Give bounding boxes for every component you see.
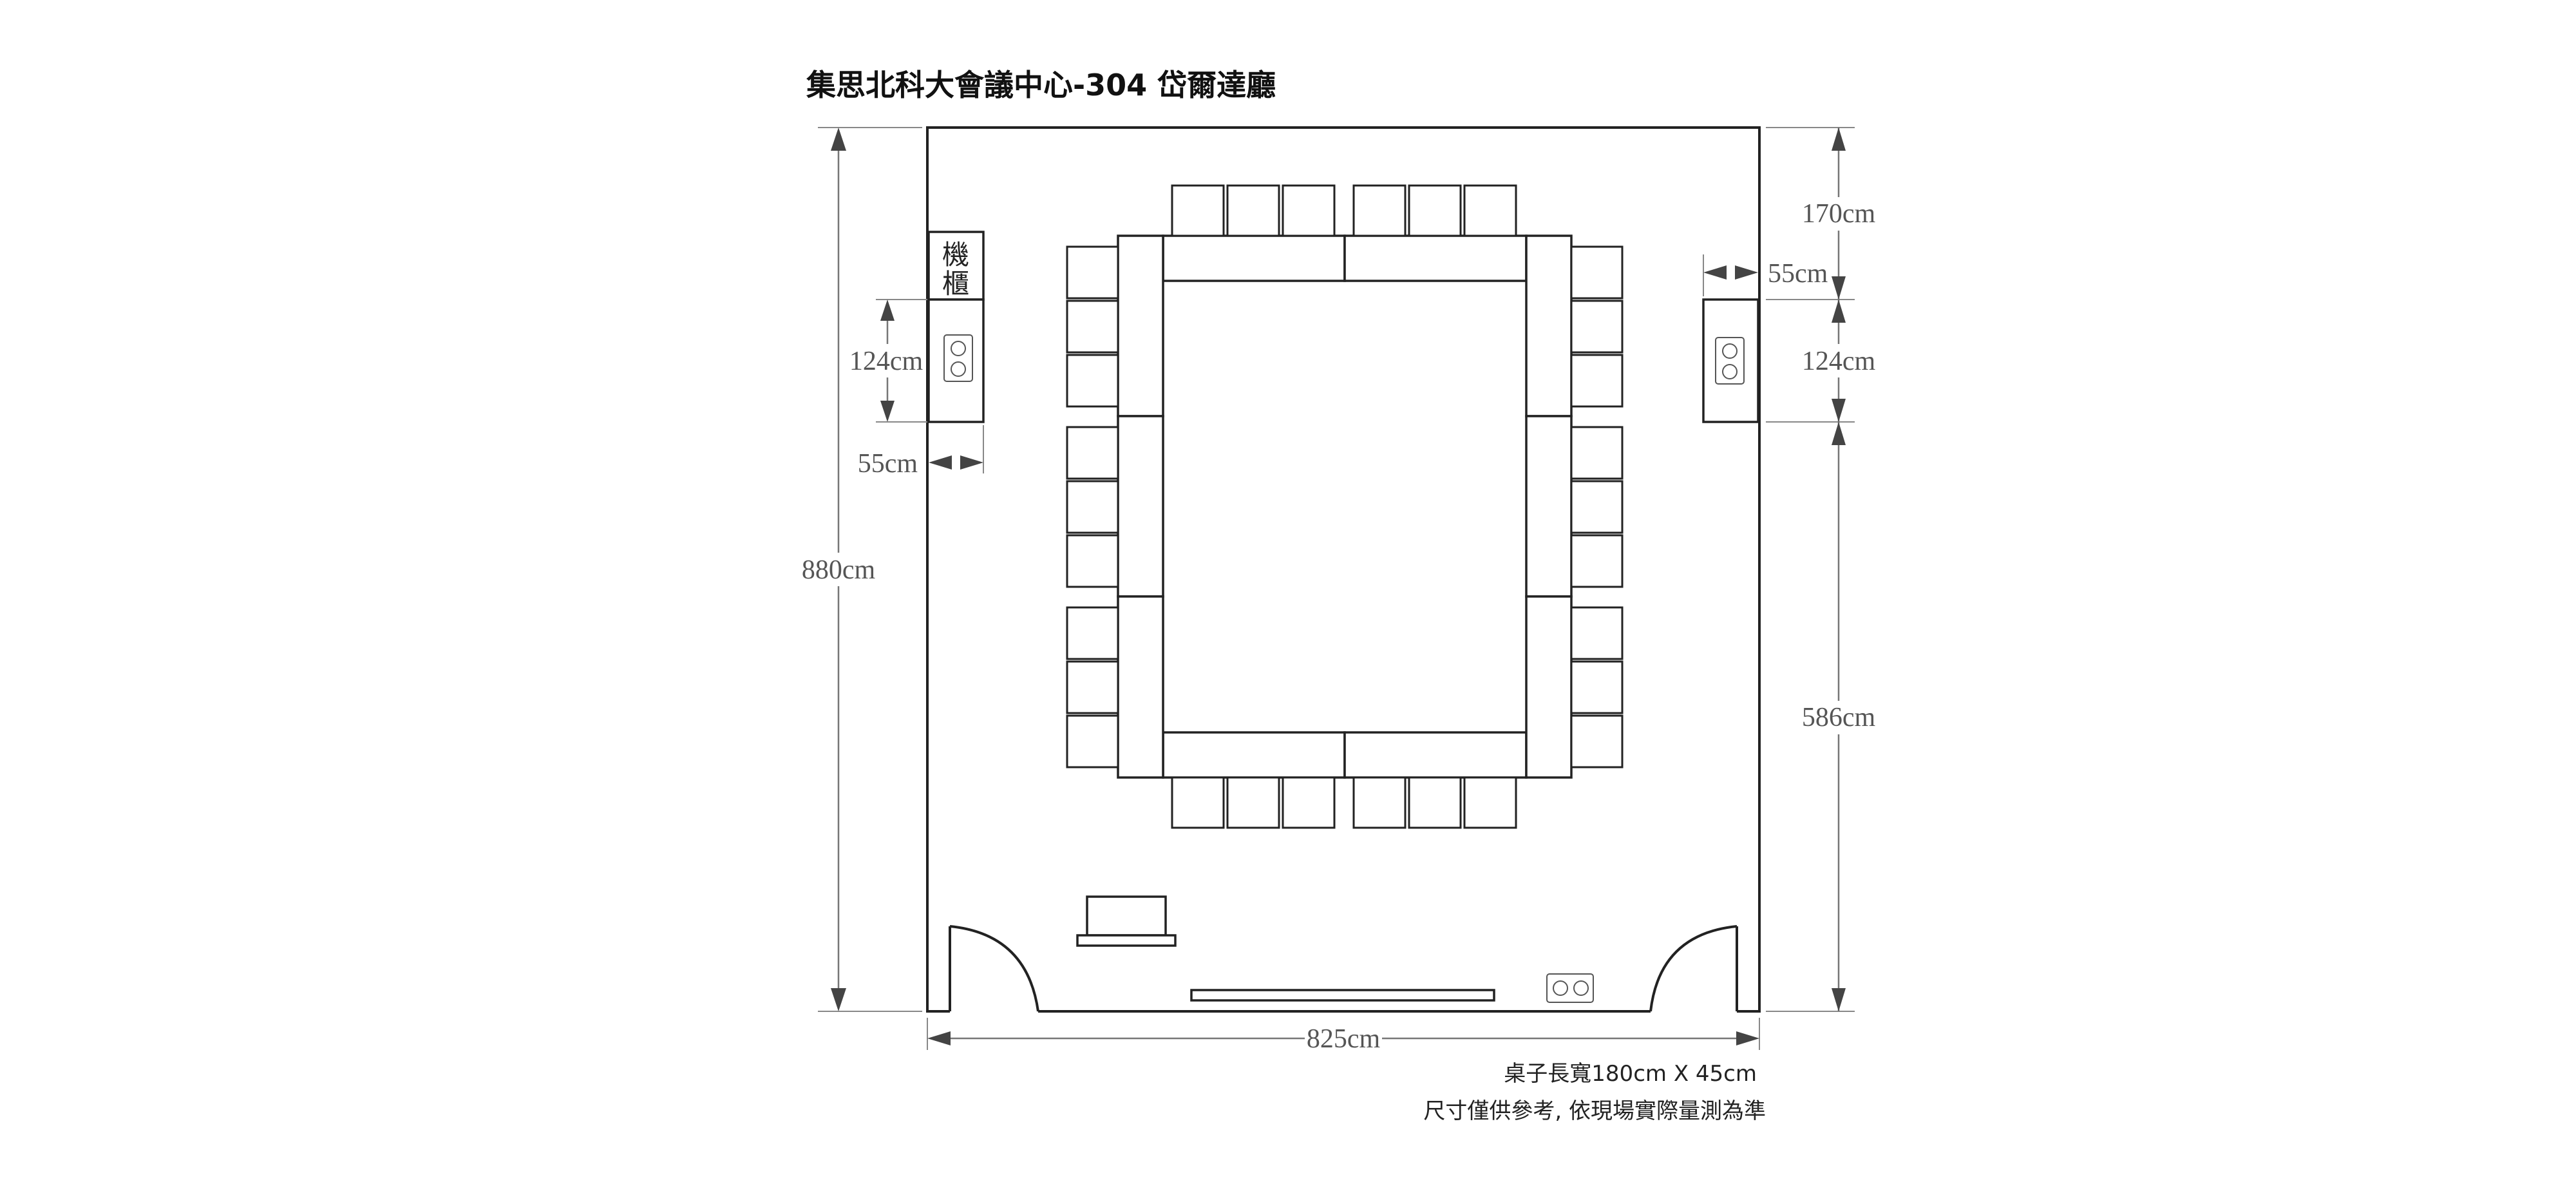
page-title: 集思北科大會議中心-304 岱爾達廳 xyxy=(806,68,1276,102)
chair xyxy=(1226,776,1280,829)
chair xyxy=(1352,184,1406,237)
cabinet-label-2: 櫃 xyxy=(942,268,969,300)
power-outlet-icon xyxy=(1715,337,1745,385)
dimension-total-width: 825cm xyxy=(927,1018,1760,1055)
chair xyxy=(1570,354,1624,408)
chair xyxy=(1066,714,1119,768)
chairs xyxy=(1066,184,1624,829)
dim-label-right-panel-depth: 55cm xyxy=(1768,259,1828,289)
door-swing-icon xyxy=(1649,925,1738,1012)
chair xyxy=(1570,606,1624,660)
chair xyxy=(1463,184,1517,237)
chair xyxy=(1066,426,1119,480)
note-table-size: 桌子長寬180cm X 45cm xyxy=(1504,1061,1757,1087)
chair xyxy=(1066,354,1119,408)
chair xyxy=(1570,426,1624,480)
chair xyxy=(1570,660,1624,714)
chair xyxy=(1570,534,1624,588)
power-outlet-icon xyxy=(943,334,973,382)
room-walls xyxy=(926,126,1761,1013)
dim-label-left-panel-depth: 55cm xyxy=(858,449,918,479)
chair xyxy=(1408,184,1462,237)
chair xyxy=(1570,245,1624,300)
chair xyxy=(1226,184,1280,237)
chair xyxy=(1171,184,1225,237)
conference-table xyxy=(1117,234,1573,779)
dimension-left-panel-depth: 55cm xyxy=(858,425,984,479)
dim-label-top-to-panel: 170cm xyxy=(1802,199,1876,229)
chair xyxy=(1171,776,1225,829)
note-disclaimer: 尺寸僅供參考, 依現場實際量測為準 xyxy=(1423,1098,1766,1124)
chair xyxy=(1463,776,1517,829)
dimension-right-panel-depth: 55cm xyxy=(1703,254,1828,296)
dim-label-left-panel-height: 124cm xyxy=(849,347,923,376)
door-swing-icon xyxy=(949,925,1039,1012)
dimension-right-vertical: 170cm 124cm 586cm xyxy=(1766,127,1877,1012)
power-outlet-icon xyxy=(1546,973,1594,1003)
chair xyxy=(1066,300,1119,354)
dim-label-right-panel-height: 124cm xyxy=(1802,347,1876,376)
chair xyxy=(1570,480,1624,534)
dimension-total-height: 880cm xyxy=(799,127,922,1012)
chair xyxy=(1408,776,1462,829)
cabinet-label-1: 機 xyxy=(942,239,969,271)
chair xyxy=(1066,245,1119,300)
chair xyxy=(1570,300,1624,354)
dim-label-panel-to-bottom: 586cm xyxy=(1802,703,1876,732)
chair xyxy=(1282,776,1336,829)
chair xyxy=(1570,714,1624,768)
chair xyxy=(1066,534,1119,588)
chair xyxy=(1066,660,1119,714)
chair xyxy=(1282,184,1336,237)
left-cabinet: 機 櫃 xyxy=(927,231,985,301)
screen-bar-icon xyxy=(1190,989,1495,1002)
chair xyxy=(1066,606,1119,660)
dim-label-total-width: 825cm xyxy=(1307,1024,1381,1054)
chair xyxy=(1066,480,1119,534)
dimension-left-panel-height: 124cm xyxy=(849,299,927,423)
chair xyxy=(1352,776,1406,829)
dim-label-total-height: 880cm xyxy=(802,555,876,585)
projector-cart-icon xyxy=(1076,895,1177,947)
